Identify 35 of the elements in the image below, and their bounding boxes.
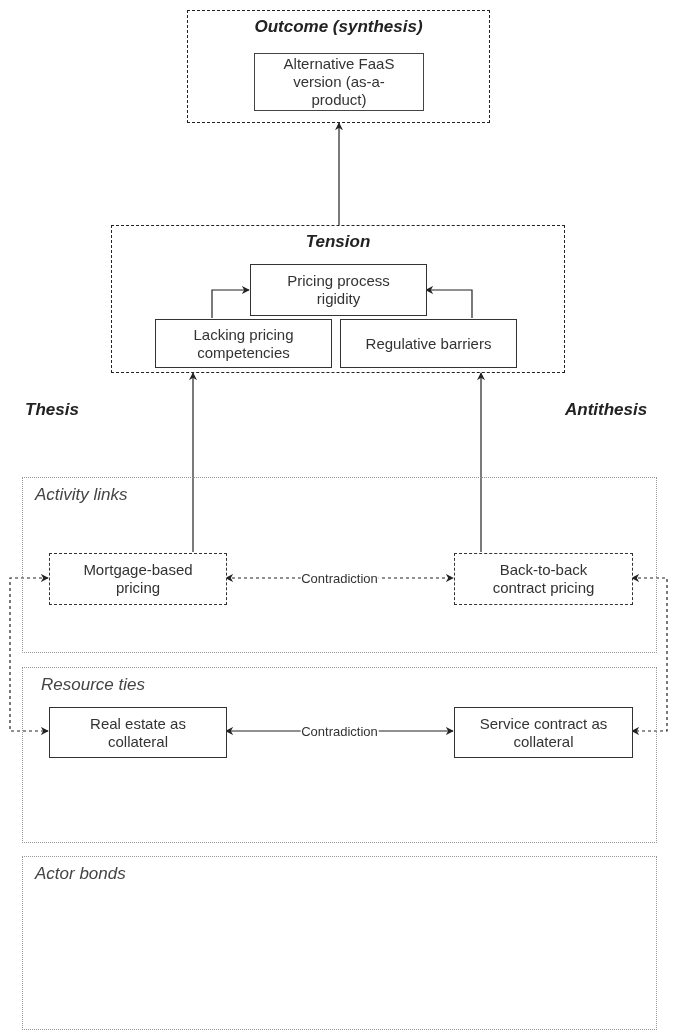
box-text: Lacking pricing competencies	[192, 325, 295, 362]
layer-band	[22, 856, 657, 1030]
concept-box	[340, 319, 517, 368]
concept-box	[250, 264, 427, 316]
group-title: Outcome (synthesis)	[254, 17, 423, 37]
concept-box	[254, 53, 424, 111]
dashed-arrow	[631, 574, 668, 735]
box-text: Mortgage-based pricing	[82, 561, 194, 597]
box-text: Alternative FaaS version (as-a-product)	[282, 55, 396, 109]
layer-band	[22, 477, 657, 653]
layer-title: Resource ties	[41, 675, 145, 695]
box-text: Regulative barriers	[365, 334, 492, 353]
layer-title: Activity links	[35, 485, 128, 505]
side-label: Thesis	[25, 400, 79, 420]
dashed-group-box	[111, 225, 565, 373]
layer-band	[22, 667, 657, 843]
arrow	[211, 286, 250, 319]
dashed-group-box	[187, 10, 490, 123]
box-text: Service contract as collateral	[478, 714, 609, 751]
side-label: Antithesis	[565, 400, 648, 420]
box-text: Back-to-back contract pricing	[491, 561, 596, 597]
concept-box	[49, 553, 227, 605]
concept-box	[49, 707, 227, 758]
group-title: Tension	[305, 232, 371, 252]
arrow	[189, 372, 197, 553]
dashed-arrow	[9, 574, 49, 735]
layer-title: Actor bonds	[35, 864, 126, 884]
arrow	[477, 372, 485, 553]
concept-box	[155, 319, 332, 368]
box-text: Real estate as collateral	[89, 714, 187, 751]
arrow	[425, 286, 473, 319]
concept-box	[454, 707, 633, 758]
concept-box	[454, 553, 633, 605]
box-text: Pricing process rigidity	[286, 272, 391, 308]
arrow	[335, 122, 343, 226]
